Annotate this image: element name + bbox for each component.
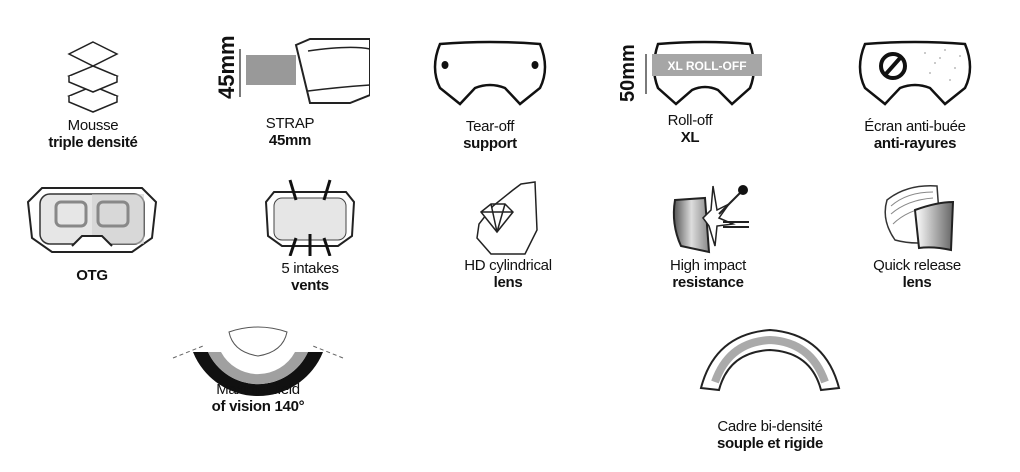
strap-icon: 45mm: [214, 35, 370, 104]
feature-strap: 45mm STRAP 45mm: [190, 35, 390, 149]
feature-line2: XL: [680, 129, 700, 146]
feature-line2: OTG: [76, 267, 108, 284]
feature-frame: Cadre bi-densité souple et rigide: [670, 326, 870, 452]
feature-impact: High impact resistance: [608, 180, 808, 291]
feature-line1: High impact: [670, 257, 746, 274]
impact-lens-icon: [672, 185, 749, 254]
feature-line2: lens: [902, 274, 932, 291]
feature-line1: Mousse: [67, 117, 119, 134]
feature-tear-off: Tear-off support: [390, 38, 590, 152]
feature-otg: OTG: [0, 180, 192, 284]
feature-line1: HD cylindrical: [464, 257, 552, 274]
otg-goggle-icon: [26, 187, 158, 253]
feature-line2: resistance: [672, 274, 744, 291]
feature-line2: 45mm: [268, 132, 312, 149]
feature-roll-off: 50mm XL ROLL-OFF Roll-off XL: [590, 38, 790, 146]
feature-field-of-vision: Maximal field of vision 140°: [158, 322, 358, 415]
feature-foam: Mousse triple densité: [0, 38, 193, 151]
strap-dimension: 45mm: [214, 35, 239, 99]
feature-line2: triple densité: [48, 134, 138, 151]
roll-off-icon: 50mm XL ROLL-OFF: [617, 40, 762, 106]
feature-line2: souple et rigide: [716, 435, 824, 452]
roll-off-dimension: 50mm: [617, 44, 639, 102]
feature-line1: 5 intakes: [281, 260, 339, 277]
feature-line2: anti-rayures: [873, 135, 957, 152]
feature-line2: support: [463, 135, 517, 152]
diamond-lens-icon: [476, 181, 538, 255]
foam-layers-icon: [67, 41, 119, 113]
feature-line1: STRAP: [265, 115, 315, 132]
feature-anti-fog: Écran anti-buée anti-rayures: [815, 38, 1015, 152]
tear-off-lens-icon: [433, 40, 547, 106]
feature-quick-release: Quick release lens: [817, 180, 1017, 291]
feature-hd-lens: HD cylindrical lens: [408, 180, 608, 291]
quick-release-icon: [884, 185, 955, 252]
feature-line2: lens: [493, 274, 523, 291]
feature-line1: Quick release: [873, 257, 961, 274]
feature-line1: Maximal field: [216, 381, 300, 398]
feature-vents: 5 intakes vents: [210, 178, 410, 294]
feature-line1: Roll-off: [667, 112, 713, 129]
field-of-vision-icon: [172, 326, 344, 397]
roll-off-badge: XL ROLL-OFF: [667, 59, 746, 73]
vents-goggle-icon: [264, 179, 356, 256]
feature-line1: Cadre bi-densité: [717, 418, 823, 435]
anti-fog-lens-icon: [858, 40, 972, 106]
feature-line1: Tear-off: [465, 118, 515, 135]
feature-line1: Écran anti-buée: [864, 118, 966, 135]
feature-line2: of vision 140°: [211, 398, 305, 415]
feature-line2: vents: [291, 277, 329, 294]
frame-icon: [699, 328, 841, 392]
